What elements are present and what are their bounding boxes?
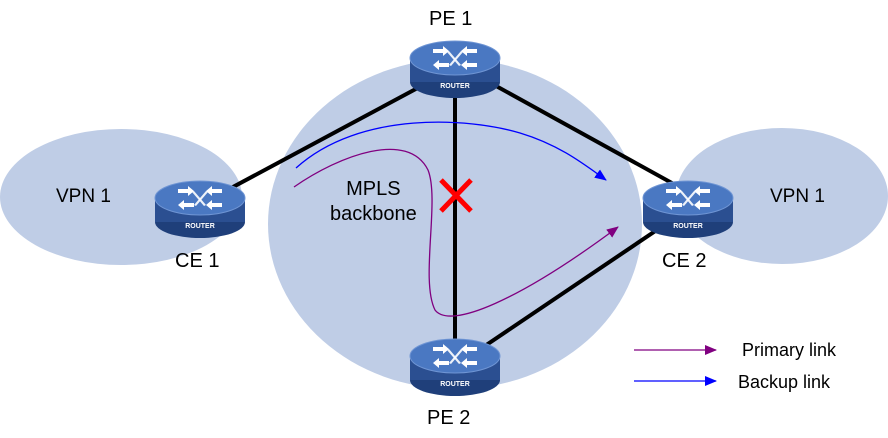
- router-pe2[interactable]: [409, 338, 501, 397]
- mpls-label-line2: backbone: [330, 203, 417, 225]
- mpls-backbone-label: MPLS backbone: [330, 177, 417, 227]
- link-pe1-ce2: [477, 74, 691, 195]
- router-icon: [409, 40, 501, 99]
- router-ce1[interactable]: [154, 180, 246, 239]
- backup-path: [295, 121, 607, 181]
- vpn1-right-label: VPN 1: [770, 186, 825, 207]
- physical-links: [204, 74, 691, 358]
- ce2-label: CE 2: [662, 250, 707, 272]
- pe2-label: PE 2: [427, 407, 471, 429]
- legend-primary-label: Primary link: [742, 340, 837, 360]
- vpn1-left-label: VPN 1: [56, 186, 111, 207]
- router-icon: [154, 180, 246, 239]
- router-ce2[interactable]: [642, 180, 734, 239]
- legend-backup-label: Backup link: [738, 372, 831, 392]
- ce1-label: CE 1: [175, 250, 220, 272]
- router-icon: [642, 180, 734, 239]
- pe1-label: PE 1: [429, 8, 473, 30]
- router-pe1[interactable]: [409, 40, 501, 99]
- vpn-cloud-right: [676, 128, 888, 264]
- mpls-label-line1: MPLS: [346, 178, 401, 200]
- link-pe2-ce2: [468, 209, 687, 358]
- router-icon: [409, 338, 501, 397]
- link-ce1-pe1: [204, 74, 441, 204]
- primary-path: [293, 148, 619, 317]
- x-mark-icon: [439, 178, 473, 213]
